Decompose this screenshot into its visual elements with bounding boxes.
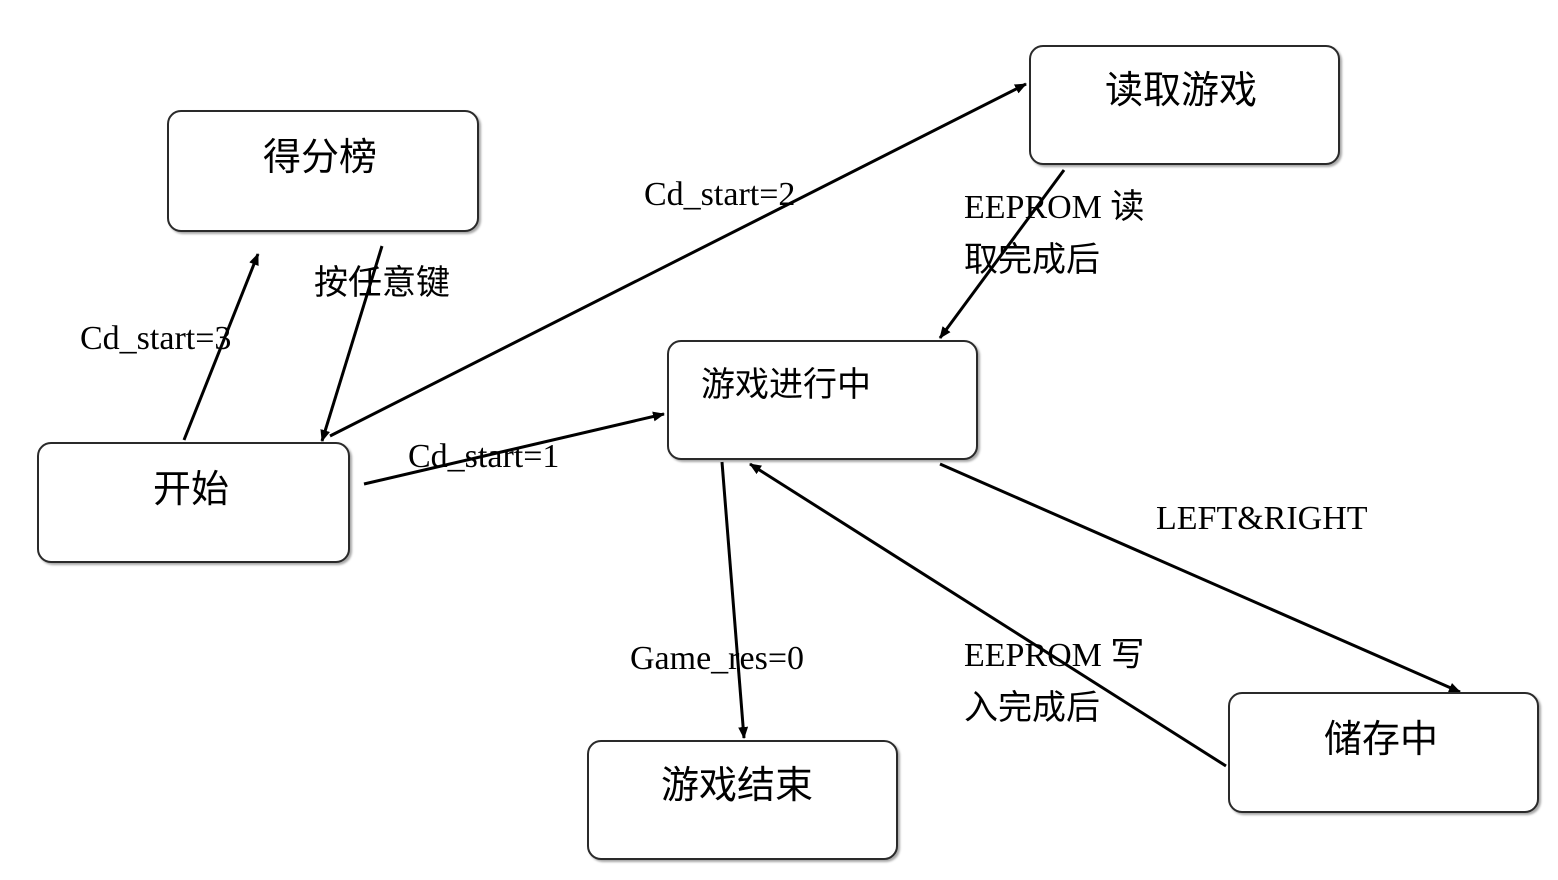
label-load-game-to-in-game-line1: EEPROM 读 — [964, 189, 1145, 226]
node-game-over-label: 游戏结束 — [661, 763, 814, 807]
node-in-game: 游戏进行中 — [667, 340, 978, 460]
node-load-game-label: 读取游戏 — [1105, 68, 1258, 112]
node-game-over: 游戏结束 — [587, 740, 898, 860]
label-saving-to-in-game-line2: 入完成后 — [964, 688, 1100, 728]
node-leaderboard-label: 得分榜 — [263, 135, 378, 179]
edge-leaderboard-to-start — [320, 245, 384, 442]
edge-start-to-load-game — [329, 82, 1027, 438]
node-saving: 储存中 — [1228, 692, 1539, 813]
edge-saving-to-in-game — [749, 462, 1227, 768]
edge-start-to-leaderboard — [182, 253, 260, 441]
edge-in-game-to-game-over — [720, 461, 749, 739]
edge-load-game-to-in-game — [938, 169, 1066, 339]
label-saving-to-in-game-line1: EEPROM 写 — [964, 637, 1145, 674]
node-in-game-label: 游戏进行中 — [701, 365, 871, 405]
label-leaderboard-to-start: 按任意键 — [314, 263, 450, 303]
label-in-game-to-saving: LEFT&RIGHT — [1156, 500, 1368, 537]
node-start: 开始 — [37, 442, 350, 563]
label-start-to-in-game: Cd_start=1 — [408, 438, 560, 475]
label-start-to-load-game: Cd_start=2 — [644, 176, 796, 213]
label-in-game-to-game-over: Game_res=0 — [630, 640, 805, 677]
node-leaderboard: 得分榜 — [167, 110, 479, 232]
node-saving-label: 储存中 — [1324, 717, 1439, 761]
node-load-game: 读取游戏 — [1029, 45, 1340, 165]
edge-in-game-to-saving — [939, 462, 1461, 694]
edge-start-to-in-game — [363, 411, 665, 486]
label-load-game-to-in-game: EEPROM 读 取完成后 — [964, 182, 1144, 286]
node-start-label: 开始 — [153, 467, 230, 511]
label-saving-to-in-game: EEPROM 写 入完成后 — [964, 630, 1144, 734]
label-load-game-to-in-game-line2: 取完成后 — [964, 240, 1100, 280]
label-start-to-leaderboard: Cd_start=3 — [80, 320, 232, 357]
